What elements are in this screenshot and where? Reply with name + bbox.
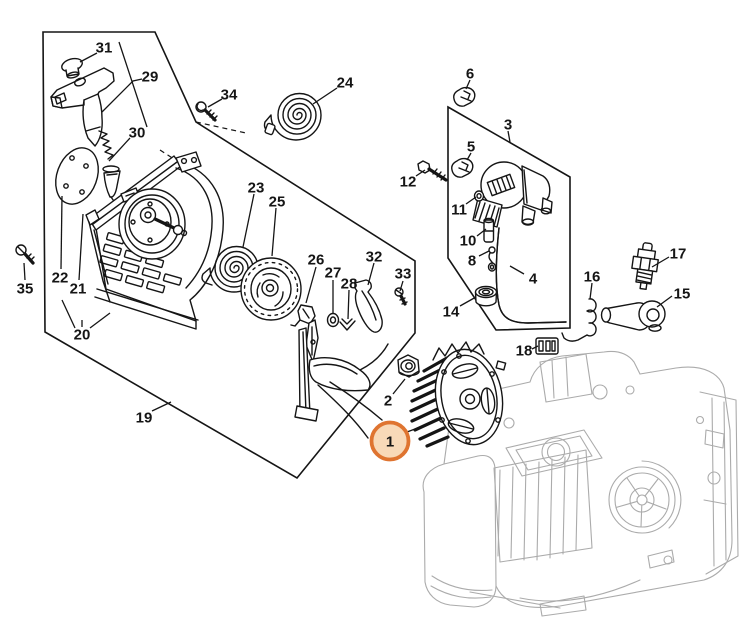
- callout-33[interactable]: 33: [395, 266, 412, 283]
- leader-line-25: [271, 207, 277, 257]
- callout-31[interactable]: 31: [96, 40, 113, 57]
- callout-8[interactable]: 8: [468, 253, 476, 270]
- clip-5: [451, 157, 474, 178]
- callout-15[interactable]: 15: [674, 286, 691, 303]
- callout-32[interactable]: 32: [366, 249, 383, 266]
- callout-18[interactable]: 18: [516, 343, 533, 360]
- flywheel-nut: [397, 354, 420, 378]
- ignition-assembly-box: [447, 105, 571, 331]
- leader-line-6: [465, 79, 471, 90]
- leader-line-14: [459, 296, 477, 307]
- leader-line-12: [415, 169, 426, 177]
- leader-line-35: [23, 262, 26, 281]
- terminal-8: [487, 246, 497, 272]
- callout-2[interactable]: 2: [384, 393, 392, 410]
- callout-12[interactable]: 12: [400, 174, 417, 191]
- rope-pulley: [240, 257, 302, 321]
- leader-line-22: [60, 195, 63, 270]
- rope-guide: [354, 279, 383, 333]
- starter-grip-handle: [50, 67, 115, 147]
- callout-layer: 3129303424232522213520192627283233126351…: [17, 40, 691, 462]
- callout-35[interactable]: 35: [17, 281, 34, 298]
- callout-29[interactable]: 29: [142, 69, 159, 86]
- bracket-29: [118, 41, 148, 128]
- housing-bracket: [294, 319, 389, 439]
- grommet-14: [474, 285, 498, 307]
- leader-line-29: [101, 78, 143, 113]
- leader-line-26: [305, 266, 317, 304]
- engine-crankcase-ghost-drawing: [422, 350, 739, 617]
- leader-line-33: [399, 280, 404, 292]
- screw-12: [417, 160, 448, 182]
- callout-6[interactable]: 6: [466, 66, 474, 83]
- callout-5[interactable]: 5: [467, 139, 475, 156]
- leader-line-19: [151, 401, 172, 412]
- callout-34[interactable]: 34: [221, 87, 238, 104]
- leader-line-32: [367, 262, 375, 286]
- leader-line-18: [531, 345, 539, 350]
- leader-line-30: [108, 137, 131, 162]
- leader-line-21: [78, 213, 84, 281]
- callout-27[interactable]: 27: [325, 265, 342, 282]
- washer-11: [473, 190, 485, 202]
- sleeve-10: [483, 217, 495, 243]
- callout-19[interactable]: 19: [136, 410, 153, 427]
- callout-10[interactable]: 10: [460, 233, 477, 250]
- callout-17[interactable]: 17: [670, 246, 687, 263]
- callout-24[interactable]: 24: [337, 75, 354, 92]
- leader-line-10: [476, 228, 487, 237]
- leader-line-24: [312, 87, 338, 105]
- leader-line-15: [656, 295, 673, 308]
- fan-housing: [85, 151, 224, 330]
- callout-28[interactable]: 28: [341, 276, 358, 293]
- leader-line-17: [651, 256, 670, 268]
- callout-22[interactable]: 22: [52, 270, 69, 287]
- clip-6: [453, 86, 476, 107]
- pawl-clip: [339, 318, 356, 331]
- leader-line-2: [392, 378, 406, 395]
- bracket-20-right: [89, 312, 111, 329]
- rotor-cover-plate: [55, 147, 99, 205]
- callout-23[interactable]: 23: [248, 180, 265, 197]
- leader-line-3: [507, 130, 511, 143]
- starting-spring: [263, 92, 322, 141]
- callout-1[interactable]: 1: [386, 434, 394, 451]
- leader-line-34: [207, 98, 223, 108]
- leader-line-4: [509, 265, 525, 275]
- leader-line-11: [465, 196, 477, 205]
- starter-assembly-box: [42, 31, 416, 480]
- starter-rope: [98, 130, 121, 205]
- leader-line-28: [347, 289, 350, 320]
- screw-35: [15, 244, 35, 265]
- spark-plug-boot: [600, 300, 666, 332]
- leader-line-8: [478, 250, 490, 257]
- leader-line-5: [466, 152, 472, 161]
- screw-33: [394, 287, 408, 306]
- pawl-washer: [326, 312, 340, 328]
- callout-21[interactable]: 21: [70, 281, 87, 298]
- callout-30[interactable]: 30: [129, 125, 146, 142]
- bracket-20-left: [61, 299, 76, 329]
- callout-25[interactable]: 25: [269, 194, 286, 211]
- callout-3[interactable]: 3: [504, 117, 512, 134]
- callout-26[interactable]: 26: [308, 252, 325, 269]
- spark-plug: [631, 242, 659, 291]
- callout-14[interactable]: 14: [443, 304, 460, 321]
- leader-line-31: [79, 52, 98, 63]
- leader-line-16: [589, 282, 593, 300]
- screw-34: [195, 101, 218, 122]
- callout-20[interactable]: 20: [74, 327, 91, 344]
- flywheel: [409, 341, 507, 448]
- leader-line-23: [242, 193, 255, 248]
- torsion-spring-16: [561, 298, 597, 342]
- callout-16[interactable]: 16: [584, 269, 601, 286]
- selected-part-highlight[interactable]: [369, 420, 411, 462]
- connector-18: [535, 337, 559, 355]
- callout-11[interactable]: 11: [451, 202, 467, 219]
- ignition-module: [472, 161, 567, 324]
- starter-grip-cap: [61, 57, 83, 79]
- callout-4[interactable]: 4: [529, 271, 538, 288]
